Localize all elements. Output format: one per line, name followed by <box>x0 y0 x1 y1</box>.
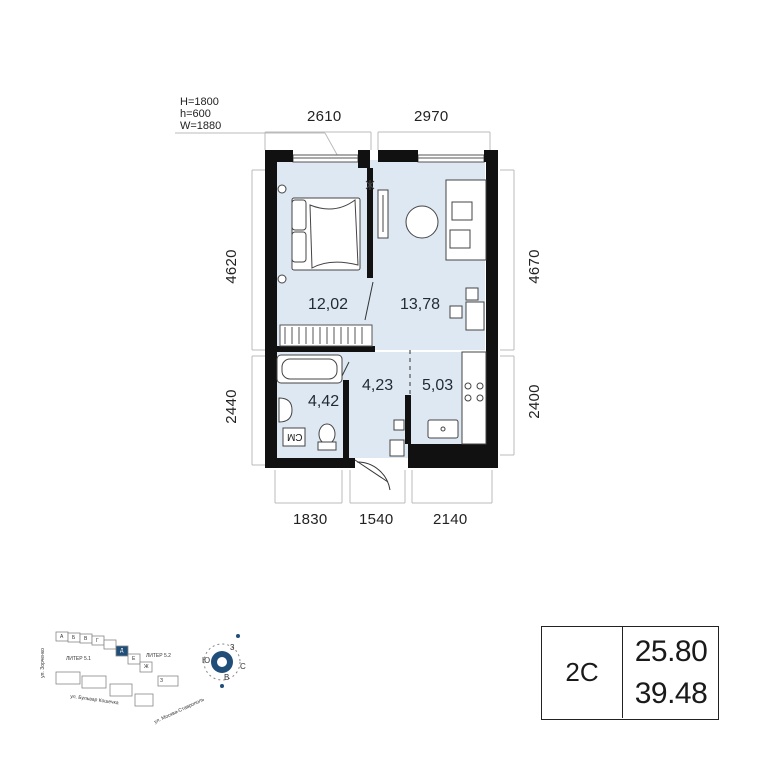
area-bathroom: 4,42 <box>308 393 340 410</box>
site-letter-g: Г <box>96 638 99 644</box>
apartment-type: 2С <box>542 627 623 718</box>
site-letter-e: Е <box>132 656 136 662</box>
wardrobe <box>279 324 373 347</box>
compass-n: 3 <box>230 643 235 652</box>
living-furniture <box>377 179 487 331</box>
dim-bottom-left: 1830 <box>293 511 328 528</box>
compass-icon <box>203 634 241 688</box>
site-letter-zh: Ж <box>144 664 149 670</box>
compass-s: В <box>224 673 230 682</box>
compass-e: С <box>240 662 246 671</box>
area-living: 13,78 <box>400 296 441 313</box>
site-letter-b: Б <box>72 635 76 641</box>
site-plan <box>55 631 179 707</box>
window-spec: H=1800 h=600 W=1880 <box>180 96 221 132</box>
dim-top-left: 2610 <box>307 108 342 125</box>
dimension-lines <box>175 131 515 504</box>
apartment-area-1: 25.80 <box>634 635 708 668</box>
bathroom-furniture <box>276 354 405 457</box>
area-hall: 4,23 <box>362 377 394 394</box>
apartment-info: 2С 25.80 39.48 <box>541 626 719 720</box>
site-block-1: ЛИТЕР 5.1 <box>66 656 91 662</box>
site-letter-v: В <box>84 636 88 642</box>
dim-left-lower: 2440 <box>222 389 240 424</box>
site-letter-a: А <box>60 634 64 640</box>
dim-top-right: 2970 <box>414 108 449 125</box>
dim-right-upper: 4670 <box>525 249 543 284</box>
dim-bottom-right: 2140 <box>433 511 468 528</box>
bathroom-label: СМ <box>287 431 303 442</box>
area-bedroom: 12,02 <box>308 296 349 313</box>
site-street-left: ул. Зорченко <box>39 648 46 678</box>
compass-w: Ю <box>202 656 211 665</box>
window-sill: h=600 <box>180 108 211 120</box>
dim-bottom-mid: 1540 <box>359 511 394 528</box>
site-block-2: ЛИТЕР 5.2 <box>146 653 171 659</box>
kitchen-furniture <box>427 351 487 445</box>
window-height: H=1800 <box>180 96 219 108</box>
site-letter-d: Д <box>120 648 124 654</box>
bed-icon <box>277 180 375 284</box>
walls <box>265 150 498 468</box>
apartment-area-2: 39.48 <box>634 677 708 710</box>
window-width: W=1880 <box>180 120 222 132</box>
area-kitchen: 5,03 <box>422 377 454 394</box>
dim-left-upper: 4620 <box>222 249 240 284</box>
site-letter-z: З <box>160 678 164 684</box>
dim-right-lower: 2400 <box>525 384 543 419</box>
entry-door <box>356 461 391 491</box>
